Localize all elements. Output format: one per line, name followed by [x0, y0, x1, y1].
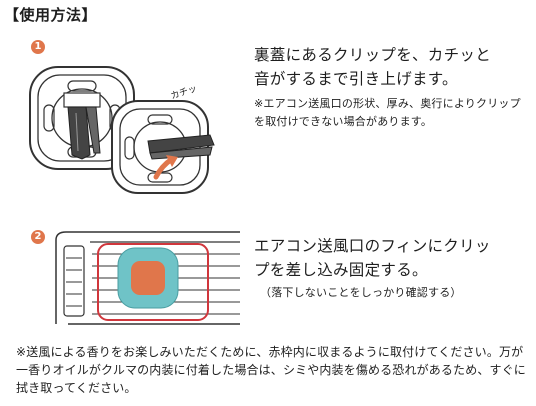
- air-vent-illustration: [55, 231, 240, 325]
- step-1-number: 1: [31, 40, 45, 54]
- step-1-note: ※エアコン送風口の形状、厚み、奥行によりクリップを取付けできない場合があります。: [254, 97, 521, 128]
- step-1-line-1: 裏蓋にあるクリップを、カチッと: [254, 46, 492, 64]
- clip-raised-illustration: [111, 100, 215, 194]
- step-1-line-2: 音がするまで引き上げます。: [254, 70, 458, 88]
- step-2-number: 2: [31, 230, 45, 244]
- section-heading: 【使用方法】: [4, 6, 98, 24]
- footer-caution: ※送風による香りをお楽しみいただくために、赤枠内に収まるように取付けてください。…: [16, 345, 526, 395]
- step-2-line-2: プを差し込み固定する。: [254, 261, 428, 279]
- step-2-line-1: エアコン送風口のフィンにクリッ: [254, 237, 491, 255]
- step-2-note: （落下しないことをしっかり確認する）: [260, 286, 462, 299]
- clip-back-illustration: [29, 66, 135, 170]
